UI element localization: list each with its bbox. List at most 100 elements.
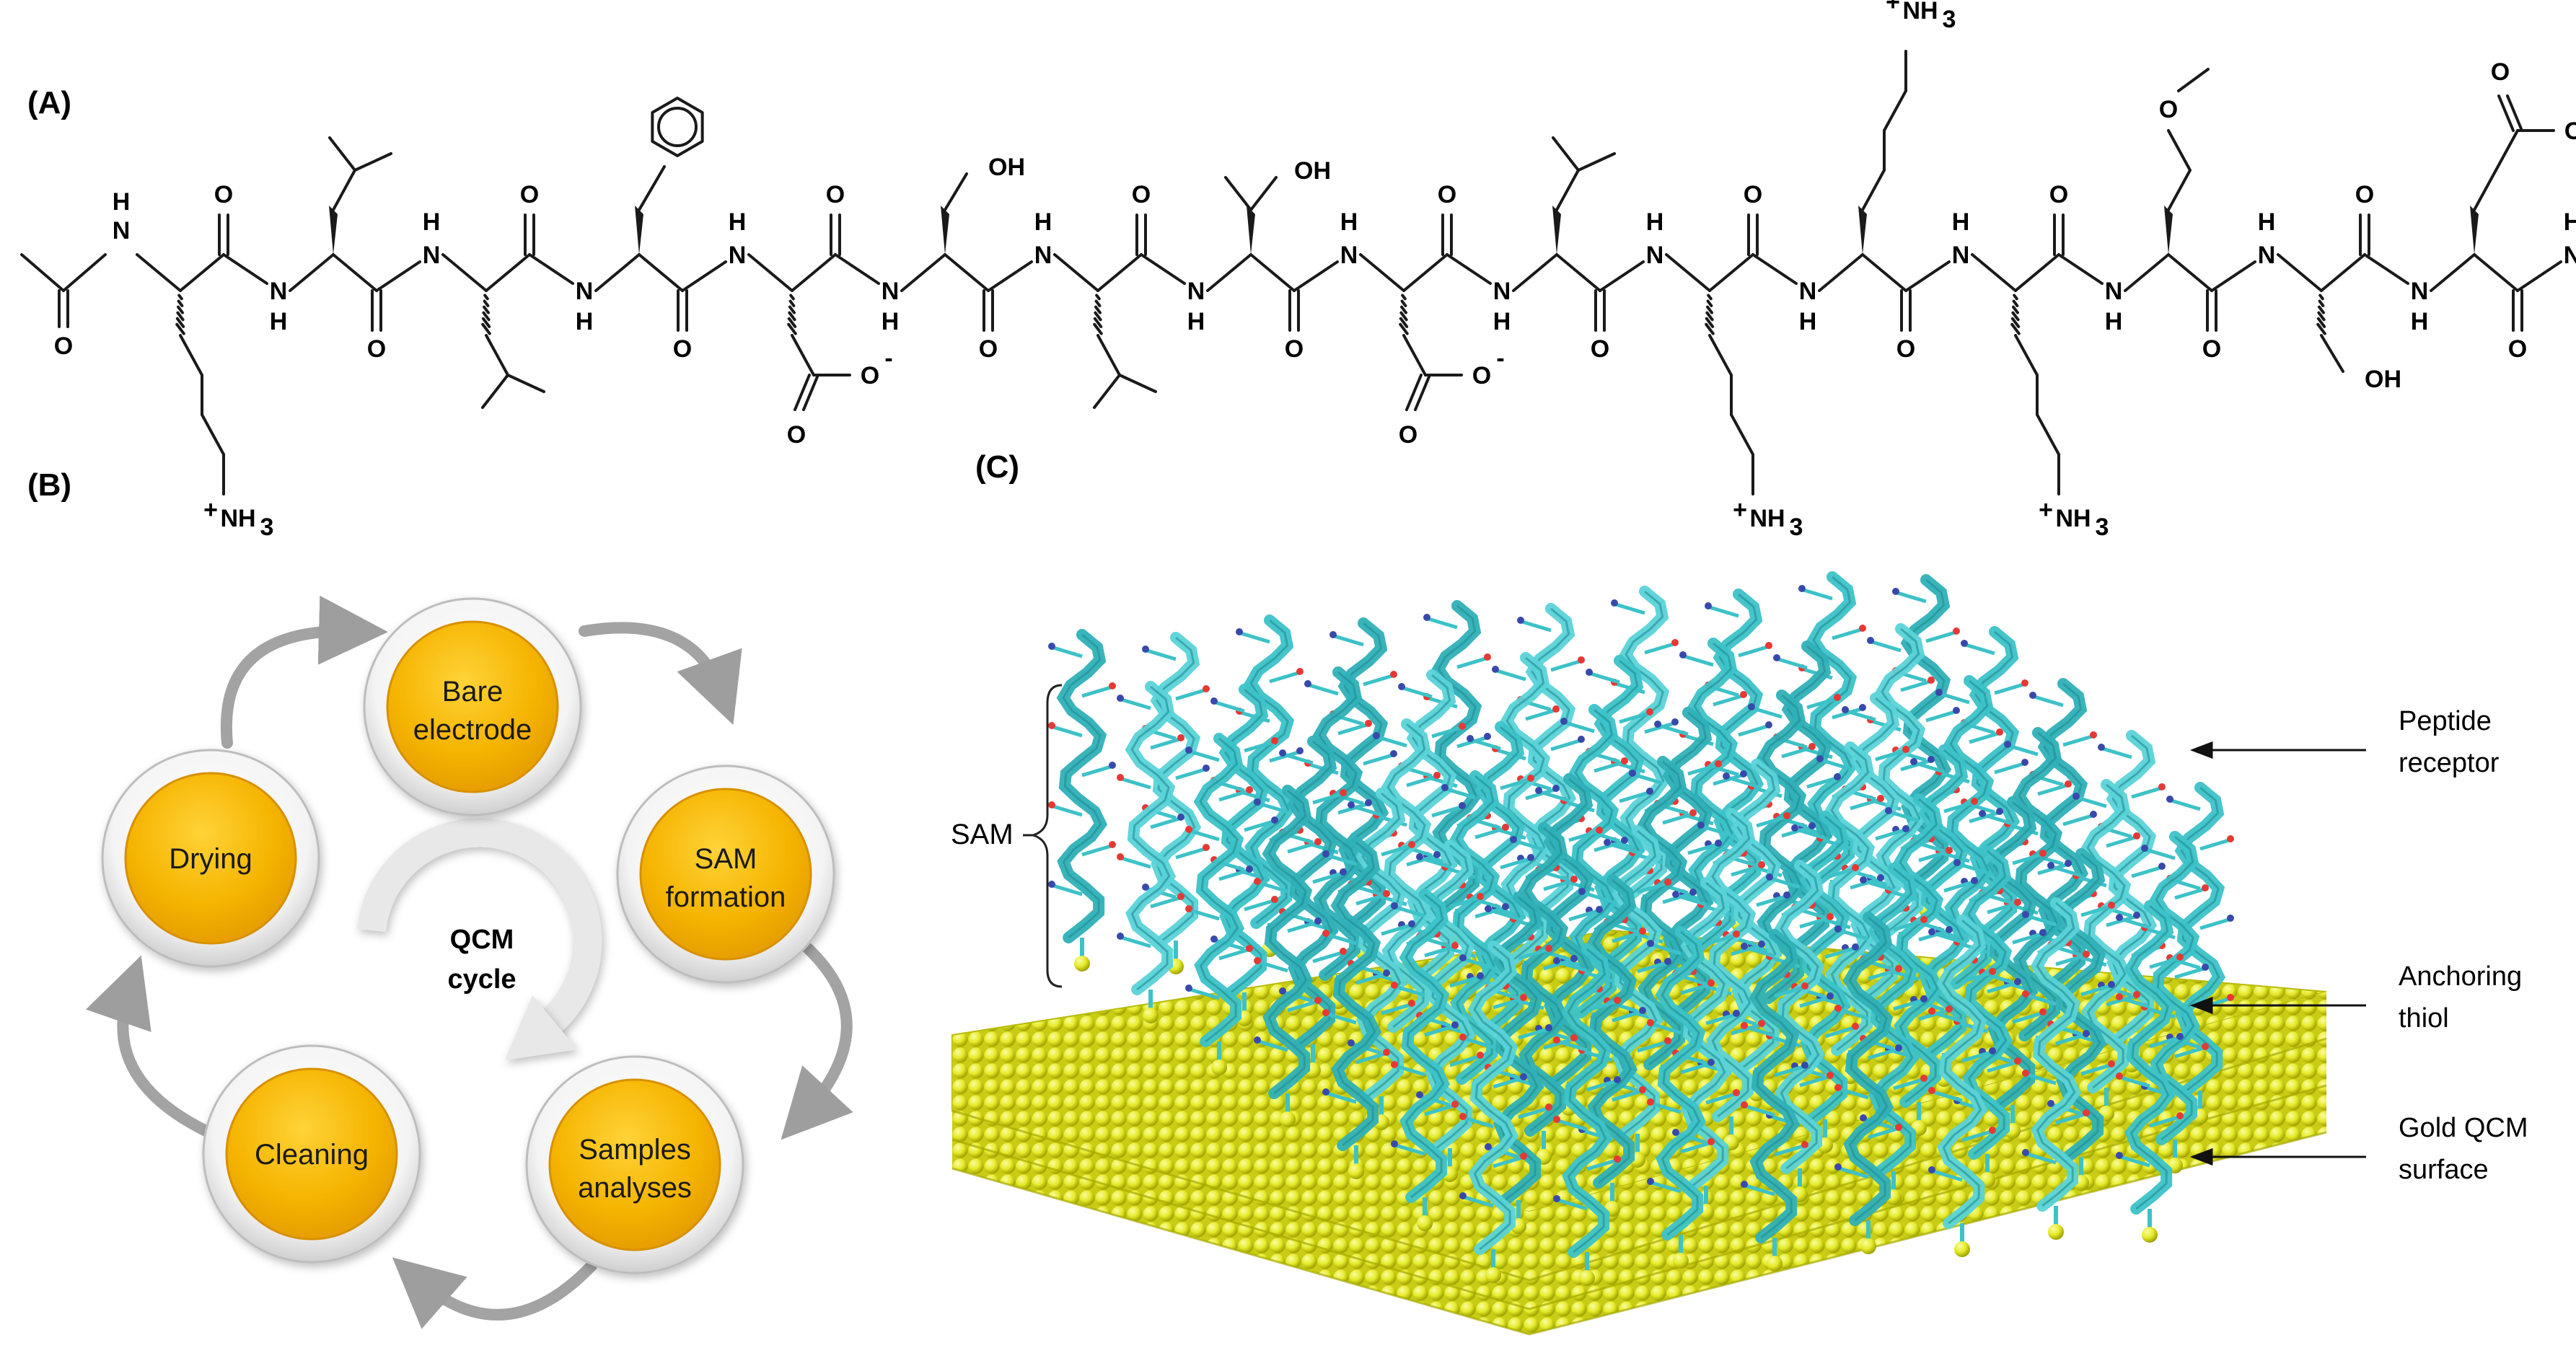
peptide-helix — [1279, 736, 1347, 1078]
anchoring-thiol-atom — [1143, 1008, 1159, 1023]
atom-label: N — [423, 242, 441, 269]
cycle-center-label-1: QCM — [450, 925, 514, 955]
anchoring-thiol-atom — [1348, 1163, 1364, 1179]
peptide-receptor-layer — [1048, 571, 2234, 1286]
arrow-drying-to-bare — [220, 595, 388, 749]
peptide-helix — [2047, 848, 2115, 1191]
label-peptide-receptor-2: receptor — [2399, 748, 2500, 778]
panel-label-b: (B) — [27, 467, 72, 503]
atom-label: O — [2202, 335, 2221, 363]
cycle-step-label: Cleaning — [255, 1139, 369, 1171]
atom-label: - — [1496, 345, 1504, 372]
panel-label-c: (C) — [975, 449, 1020, 485]
peptide-helix — [2022, 897, 2090, 1240]
atom-label: O — [861, 362, 879, 389]
cycle-center-label-2: cycle — [447, 964, 516, 995]
atom-label: H — [1340, 208, 1358, 236]
anchoring-thiol-atom — [1954, 1241, 1970, 1257]
atom-label: O — [673, 335, 692, 363]
anchoring-thiol-atom — [1211, 1060, 1227, 1075]
atom-label: N — [2564, 242, 2576, 269]
cycle-step-circle — [386, 620, 559, 793]
atom-label: NH — [220, 505, 255, 532]
peptide-helix — [1553, 943, 1621, 1286]
arrow-cleaning-to-drying — [85, 955, 222, 1142]
atom-label: NH — [1749, 505, 1785, 532]
arrow-samples-to-cleaning — [392, 1257, 597, 1329]
peptide-helix — [1834, 912, 1902, 1254]
atom-label: + — [2039, 496, 2053, 524]
atom-label: 3 — [2096, 514, 2109, 541]
atom-label: NH — [1902, 0, 1938, 25]
peptide-helix — [1254, 785, 1322, 1127]
atom-label: N — [1799, 278, 1817, 305]
label-gold-surface-2: surface — [2399, 1155, 2489, 1185]
anchoring-thiol-atom — [1074, 956, 1090, 972]
peptide-helix — [1910, 744, 1978, 1087]
peptide-helix — [1185, 733, 1253, 1075]
atom-label: H — [882, 308, 900, 335]
peptide-helix — [2166, 782, 2234, 1124]
atom-label: H — [2258, 208, 2276, 236]
anchoring-thiol-atom — [1417, 1215, 1433, 1231]
anchoring-thiol-atom — [2142, 1227, 2158, 1243]
atom-label: O — [1472, 362, 1491, 389]
atom-label: N — [1646, 242, 1664, 269]
cycle-arrows — [85, 595, 853, 1329]
panel-label-a: (A) — [27, 85, 72, 120]
atom-label: O — [2564, 118, 2576, 145]
atom-label: H — [2564, 208, 2576, 236]
cycle-step-circle — [225, 1067, 398, 1241]
peptide-helix — [1210, 684, 1278, 1026]
anchoring-thiol-atom — [1767, 1256, 1782, 1272]
atom-label: O — [520, 181, 539, 208]
atom-label: H — [2105, 308, 2123, 335]
peptide-helix — [1391, 889, 1459, 1231]
peptide-helix — [1672, 877, 1740, 1220]
atom-label: H — [2411, 308, 2429, 335]
sam-bracket — [1023, 684, 1063, 988]
atom-label: 3 — [1790, 514, 1803, 541]
atom-label: H — [729, 208, 747, 236]
label-peptide-receptor-1: Peptide — [2399, 706, 2492, 736]
atom-label: H — [423, 208, 441, 236]
atom-label: - — [884, 345, 892, 372]
cycle-step-label-2: formation — [666, 881, 786, 913]
peptide-helix — [1048, 629, 1116, 972]
atom-label: N — [1952, 242, 1970, 269]
peptide-helix — [1459, 940, 1527, 1283]
atom-label: N — [270, 278, 288, 305]
peptide-helix — [1928, 915, 1996, 1257]
atom-label: + — [203, 496, 218, 524]
label-arrows — [2189, 741, 2366, 1166]
atom-label: H — [1034, 208, 1052, 236]
atom-label: NH — [2055, 505, 2091, 532]
label-gold-surface-1: Gold QCM — [2399, 1113, 2528, 1143]
peptide-helix — [2116, 900, 2184, 1243]
atom-label: O — [2508, 335, 2527, 363]
atom-label: + — [1733, 496, 1747, 524]
atom-label: O — [787, 421, 806, 449]
atom-label: 3 — [1943, 6, 1956, 33]
arrow-bare-to-sam — [579, 622, 742, 726]
atom-label: O — [979, 335, 998, 363]
atom-label: H — [270, 308, 288, 335]
anchoring-thiol-atom — [1485, 1267, 1501, 1283]
atom-label: N — [1034, 242, 1052, 269]
cycle-center-arrow — [357, 818, 602, 1060]
cycle-step: Drying — [101, 749, 320, 968]
cycle-step-label-2: electrode — [413, 714, 532, 746]
atom-label: O — [214, 181, 233, 208]
atom-label: O — [367, 335, 386, 363]
peptide-helix — [1647, 926, 1715, 1269]
atom-label: H — [576, 308, 594, 335]
cycle-step: Cleaning — [202, 1044, 421, 1264]
anchoring-thiol-atom — [2048, 1224, 2064, 1240]
atom-label: OH — [988, 154, 1025, 181]
atom-label: N — [2411, 278, 2429, 305]
cycle-step-label-2: analyses — [578, 1172, 692, 1204]
